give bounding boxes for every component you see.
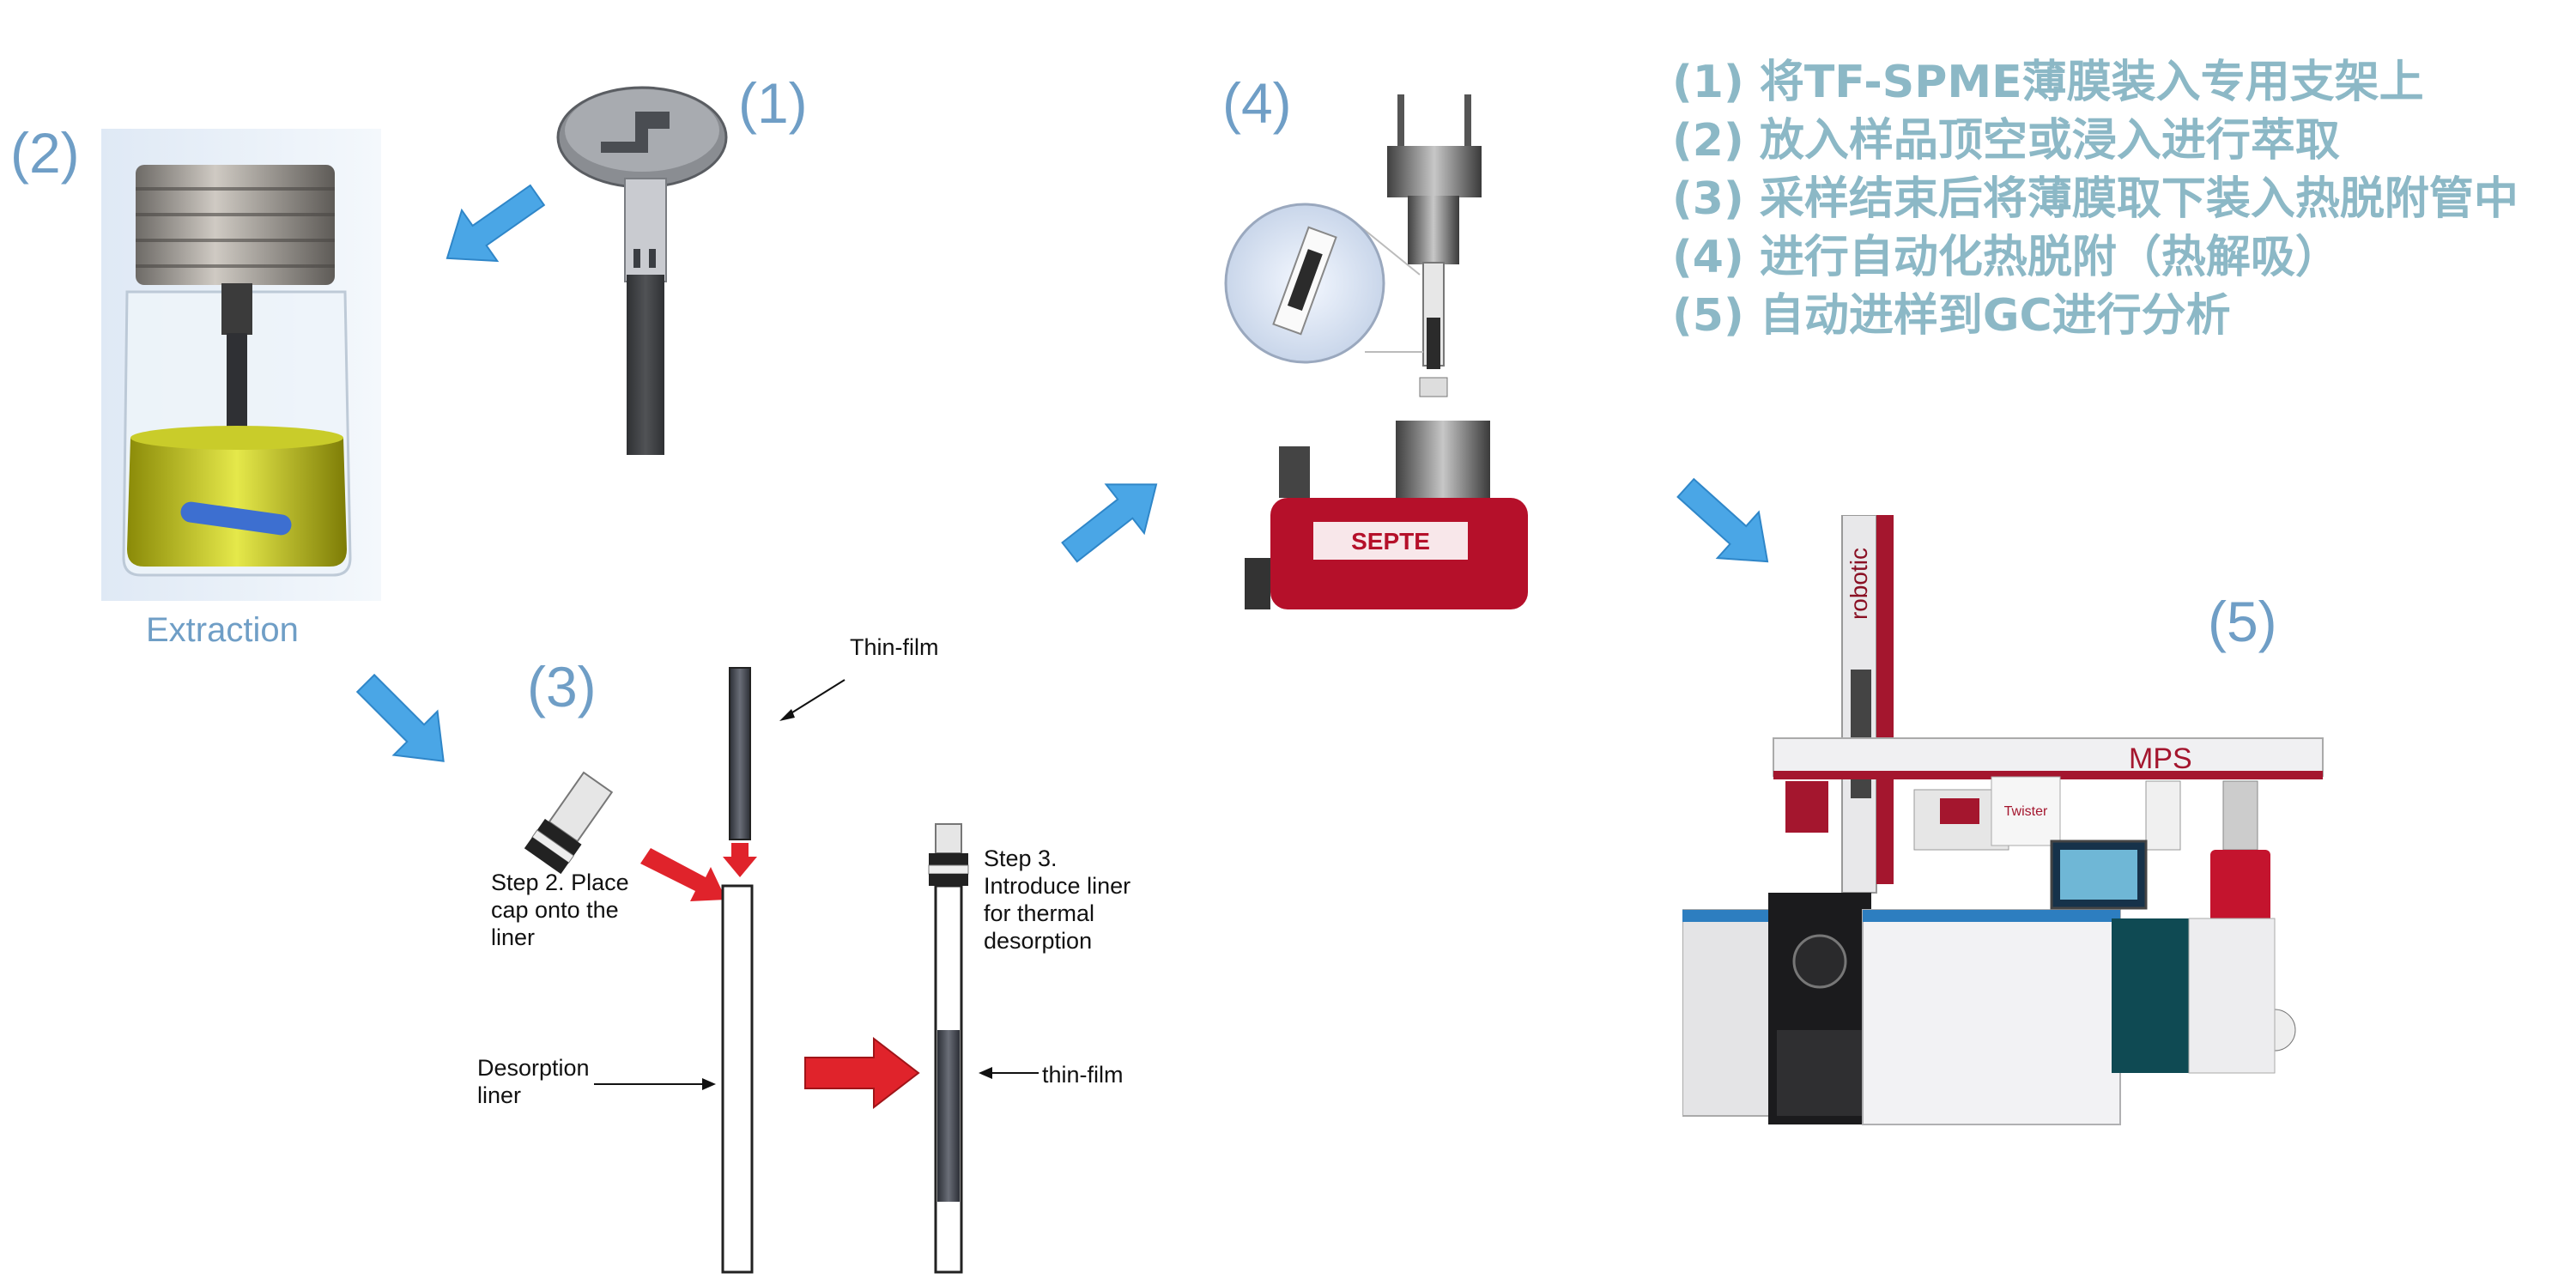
instruction-3: (3) 采样结束后将薄膜取下装入热脱附管中 bbox=[1672, 173, 2518, 225]
red-arrow-cap bbox=[640, 848, 726, 901]
label-desorption-liner: Desorption liner bbox=[477, 1055, 590, 1108]
label-step3: Step 3. Introduce liner for thermal deso… bbox=[984, 846, 1131, 954]
arm-label: robotic bbox=[1846, 548, 1872, 620]
instruction-5: (5) 自动进样到GC进行分析 bbox=[1672, 290, 2231, 342]
label-thin-film-bottom: thin-film bbox=[1042, 1062, 1124, 1088]
red-arrow-big bbox=[804, 1036, 920, 1110]
instruction-4: (4) 进行自动化热脱附（热解吸） bbox=[1672, 232, 2340, 283]
arrow-1-to-2 bbox=[428, 168, 556, 285]
vial-label: Twister bbox=[2004, 804, 2048, 819]
gc-instrument-image: robotic MPS Twister bbox=[1682, 515, 2324, 1125]
step-1-number: (1) bbox=[738, 71, 808, 135]
step-2-number: (2) bbox=[10, 121, 80, 185]
instruction-1: (1) 将TF-SPME薄膜装入专用支架上 bbox=[1672, 57, 2424, 108]
extraction-label: Extraction bbox=[146, 611, 299, 649]
extraction-vial-image bbox=[101, 129, 381, 601]
red-arrow-down-small bbox=[723, 843, 757, 877]
desorption-diagram bbox=[524, 667, 1039, 1274]
label-step2: Step 2. Place cap onto the liner bbox=[491, 870, 629, 950]
instruction-2: (2) 放入样品顶空或浸入进行萃取 bbox=[1672, 115, 2340, 167]
step-4-number: (4) bbox=[1222, 71, 1292, 135]
film-holder-image bbox=[556, 86, 728, 455]
step-3-number: (3) bbox=[527, 655, 597, 718]
thermal-desorption-image: SEPTE bbox=[1224, 94, 1528, 609]
arrow-2-to-3 bbox=[342, 660, 467, 785]
liner-cap bbox=[524, 771, 614, 875]
desorption-liner bbox=[721, 884, 754, 1274]
label-thin-film-top: Thin-film bbox=[850, 634, 939, 660]
arrow-3-to-4 bbox=[1049, 458, 1177, 578]
rail-label: MPS bbox=[2129, 743, 2192, 775]
thin-film-strip bbox=[729, 667, 751, 840]
box-label: SEPTE bbox=[1351, 528, 1430, 555]
instructions-list: (1) 将TF-SPME薄膜装入专用支架上 (2) 放入样品顶空或浸入进行萃取 … bbox=[1672, 53, 2518, 345]
step-5-number: (5) bbox=[2208, 590, 2277, 653]
